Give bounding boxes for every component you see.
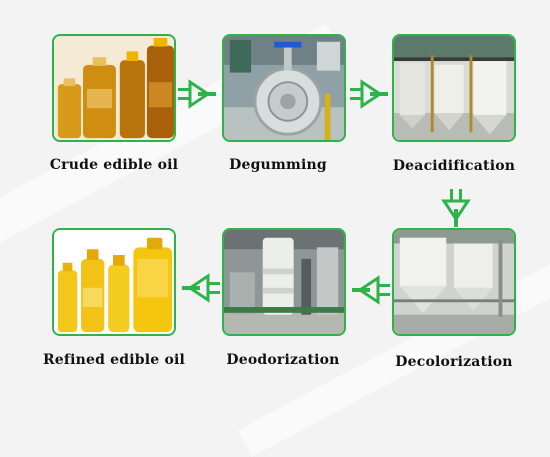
arrow-right-icon <box>178 79 216 109</box>
degumming-image <box>222 34 346 142</box>
arrow-left-icon <box>182 273 220 303</box>
deodorization-image <box>222 228 346 336</box>
arrow-right-icon <box>350 79 388 109</box>
step-label-deacidification: Deacidification <box>392 158 516 174</box>
crude-oil-image <box>52 34 176 142</box>
arrow-left-icon <box>352 275 390 305</box>
step-label-crude-edible-oil: Crude edible oil <box>49 157 179 173</box>
decolorization-image <box>392 228 516 336</box>
step-label-deodorization: Deodorization <box>226 352 340 368</box>
deacidification-image <box>392 34 516 142</box>
arrow-down-icon <box>441 189 471 227</box>
step-label-degumming: Degumming <box>229 157 327 173</box>
step-label-refined-edible-oil: Refined edible oil <box>42 352 186 368</box>
step-label-decolorization: Decolorization <box>395 354 513 370</box>
refined-oil-image <box>52 228 176 336</box>
